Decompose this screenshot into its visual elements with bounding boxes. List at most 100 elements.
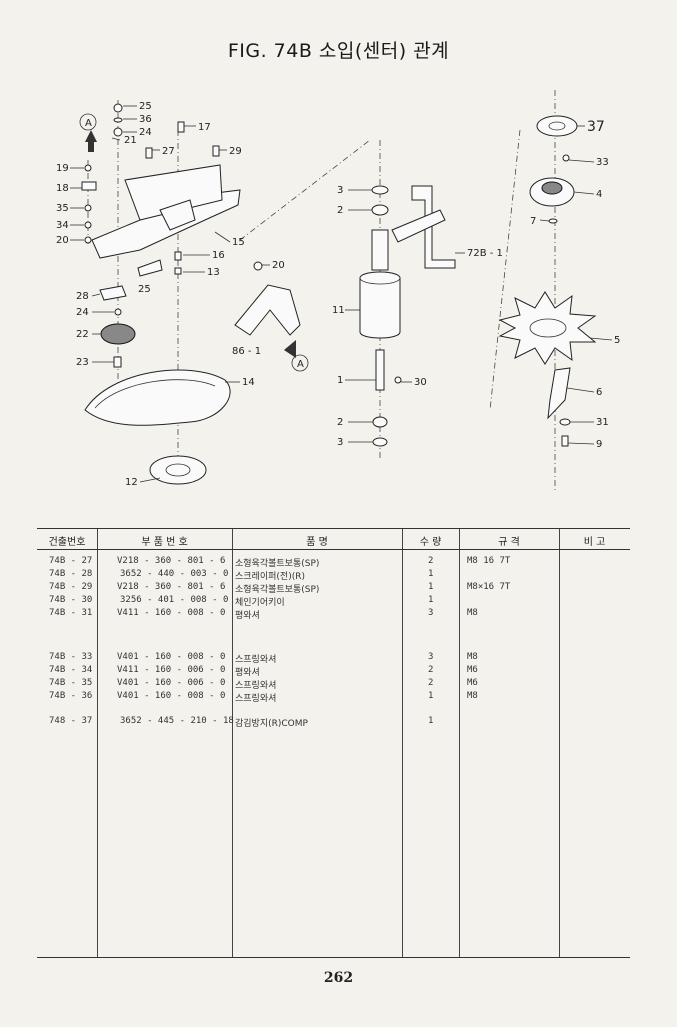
blade-6 — [547, 367, 571, 420]
bearing-3b — [372, 437, 388, 447]
cell-ref: 74B - 35 — [49, 678, 93, 688]
cell-name: 소형육각볼트보통(SP) — [235, 585, 320, 595]
callout-5: 5 — [614, 335, 620, 346]
sprocket-12 — [149, 455, 207, 485]
bracket-25 — [137, 259, 163, 277]
table-row: 74B - 29 V218 - 360 - 801 - 6 소형육각볼트보통(S… — [37, 582, 630, 595]
bolt-23 — [113, 356, 122, 368]
shaft-1 — [375, 349, 385, 391]
cell-qty: 3 — [428, 608, 434, 618]
callout-12: 12 — [125, 477, 138, 488]
cell-qty: 1 — [428, 716, 434, 726]
pin-13 — [174, 267, 182, 275]
callout-2a: 2 — [337, 205, 343, 216]
header-ref: 건출번호 — [48, 537, 86, 548]
page-number: 262 — [323, 970, 354, 986]
cell-ref: 74B - 36 — [49, 691, 93, 701]
cell-ref: 74B - 30 — [49, 595, 93, 605]
plate-18 — [81, 181, 97, 191]
callout-27: 27 — [162, 146, 175, 157]
star-wheel-5 — [498, 291, 597, 365]
guard-37 — [536, 115, 578, 137]
star-wheel-hub — [529, 318, 567, 338]
bushing-2a — [371, 204, 389, 216]
bushing-2b — [372, 416, 388, 428]
arrow-a-icon — [85, 130, 97, 142]
chain-14 — [84, 369, 231, 426]
cell-ref: 74B - 34 — [49, 665, 93, 675]
cell-part: V218 - 360 - 801 - 6 — [117, 556, 226, 566]
washer-7 — [548, 218, 558, 224]
cell-part: V411 - 160 - 006 - 0 — [117, 665, 226, 675]
callout-20: 20 — [56, 235, 69, 246]
key-28 — [99, 285, 127, 301]
cell-ref: 74B - 31 — [49, 608, 93, 618]
callout-16: 16 — [212, 250, 225, 261]
centerline — [489, 129, 521, 411]
cell-qty: 2 — [428, 556, 434, 566]
callout-25: 25 — [139, 101, 152, 112]
nut-25 — [113, 103, 123, 113]
cell-spec: M8 — [467, 608, 478, 618]
callout-7: 7 — [530, 216, 536, 227]
mark-a-circle — [79, 113, 97, 131]
cell-name: 체인기어키이 — [235, 598, 285, 608]
cell-name: 평와셔 — [235, 668, 260, 678]
callout-33: 33 — [596, 157, 609, 168]
link-86-1 — [234, 284, 301, 336]
washer-33 — [562, 154, 570, 162]
shaft-top — [371, 229, 389, 271]
centerline — [239, 139, 371, 241]
cell-ref: 74B - 33 — [49, 652, 93, 662]
cell-qty: 3 — [428, 652, 434, 662]
gear-4-hub — [541, 181, 563, 195]
callout-20b: 20 — [272, 260, 285, 271]
callout-4: 4 — [596, 189, 602, 200]
washer-31 — [559, 418, 571, 426]
left-assembly — [79, 100, 241, 485]
callout-72b-1: 72B - 1 — [467, 248, 503, 259]
callout-36: 36 — [139, 114, 152, 125]
frame-72b-1 — [411, 185, 456, 269]
callout-18: 18 — [56, 183, 69, 194]
header-spec: 규 격 — [498, 537, 520, 548]
cell-part: V411 - 160 - 008 - 0 — [117, 608, 226, 618]
callout-17: 17 — [198, 122, 211, 133]
callout-21: 21 — [124, 135, 137, 146]
cell-ref: 748 - 37 — [49, 716, 93, 726]
callout-2b: 2 — [337, 417, 343, 428]
callout-9: 9 — [596, 439, 602, 450]
table-row: 74B - 35 V401 - 160 - 006 - 0 스프링와셔 2 M6 — [37, 678, 630, 691]
collar-16 — [174, 251, 182, 261]
arrow-a-stem — [88, 142, 94, 152]
washer-24b — [114, 308, 122, 316]
leader-lines — [70, 105, 613, 483]
cell-spec: M8 16 7T — [467, 556, 511, 566]
cell-qty: 1 — [428, 569, 434, 579]
cell-name: 소형육각볼트보통(SP) — [235, 559, 320, 569]
cell-name: 스크레이퍼(전)(R) — [235, 572, 305, 582]
cell-part: 3652 - 440 - 003 - 0 — [120, 569, 229, 579]
table-header: 건출번호 부 품 번 호 품 명 수 량 규 격 비 고 — [37, 529, 630, 550]
mark-a-label: A — [85, 118, 92, 129]
callout-13: 13 — [207, 267, 220, 278]
callout-37: 37 — [587, 119, 605, 135]
washer-34 — [84, 221, 92, 229]
cell-part: 3652 - 445 - 210 - 18 — [120, 716, 234, 726]
cell-part: V218 - 360 - 801 - 6 — [117, 582, 226, 592]
parts-table: 건출번호 부 품 번 호 품 명 수 량 규 격 비 고 74B - 27 V2… — [37, 528, 630, 958]
callout-19: 19 — [56, 163, 69, 174]
table-row: 74B - 34 V411 - 160 - 006 - 0 평와셔 2 M6 — [37, 665, 630, 678]
washer-35 — [84, 204, 92, 212]
header-part-name: 품 명 — [306, 537, 328, 548]
bracket — [159, 199, 196, 231]
table-row: 74B - 31 V411 - 160 - 008 - 0 평와셔 3 M8 — [37, 608, 630, 621]
bolt-19 — [84, 164, 92, 172]
table-row: 74B - 30 3256 - 401 - 008 - 0 체인기어키이 1 — [37, 595, 630, 608]
callout-34: 34 — [56, 220, 69, 231]
nut-20 — [84, 236, 92, 244]
callout-15: 15 — [232, 237, 245, 248]
cell-name: 스프링와셔 — [235, 681, 277, 691]
gear-22 — [100, 323, 136, 345]
scraper-plate — [124, 164, 223, 221]
